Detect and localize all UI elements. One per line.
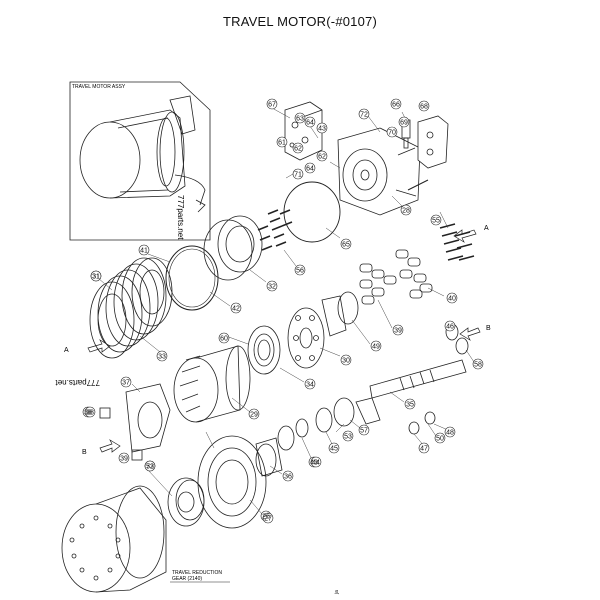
reduction-label-line2: GEAR (2140) [172, 576, 202, 582]
piston-set [359, 249, 433, 305]
swash-plate [287, 307, 325, 369]
callout-57: 57 [360, 428, 368, 435]
callout-44: 44 [312, 460, 320, 467]
inset-label: TRAVEL MOTOR ASSY [72, 84, 126, 90]
callout-64b: 64 [306, 166, 314, 173]
callout-43-top: 43 [318, 126, 326, 133]
callout-55: 55 [432, 218, 440, 225]
needle-bearing [255, 437, 283, 477]
callout-39b: 39 [120, 456, 128, 463]
inset-assembly-view [69, 81, 211, 241]
callout-34: 34 [306, 382, 314, 389]
callout-numbers: 67 66 68 72 63 64 69 70 43 61 62 62 64 7… [84, 102, 482, 523]
callout-39: 39 [394, 328, 402, 335]
marker-a-right: A [484, 225, 489, 232]
callout-41: 41 [140, 248, 148, 255]
callout-70: 70 [388, 130, 396, 137]
marker-a-left: A [64, 347, 69, 354]
callout-31b: 31 [92, 274, 100, 281]
drive-shaft [355, 359, 467, 425]
callout-71: 71 [294, 172, 302, 179]
callout-32: 32 [268, 284, 276, 291]
callout-31: 31 [92, 274, 100, 281]
spring-set-left [257, 209, 293, 251]
callout-28: 28 [402, 208, 410, 215]
callout-30: 30 [342, 358, 350, 365]
callout-68: 68 [420, 104, 428, 111]
page-mark: ja [334, 590, 340, 595]
callout-46: 46 [446, 324, 454, 331]
motor-cover [337, 127, 421, 216]
callout-56: 56 [296, 268, 304, 275]
callout-37: 37 [122, 380, 130, 387]
callout-61: 61 [278, 140, 286, 147]
callout-48: 48 [446, 430, 454, 437]
callout-42: 42 [232, 306, 240, 313]
spring-set-right [439, 223, 475, 261]
callout-36: 36 [284, 474, 292, 481]
callout-62a: 62 [294, 146, 302, 153]
marker-b-right: B [486, 325, 491, 332]
ring-gear [197, 435, 267, 529]
callout-35: 35 [406, 402, 414, 409]
callout-62b: 62 [318, 154, 326, 161]
bearing [247, 325, 281, 375]
callout-38b: 38 [86, 410, 94, 417]
callout-26: 26 [262, 514, 270, 521]
callout-43: 43 [310, 460, 318, 467]
callout-49: 49 [372, 344, 380, 351]
callout-38: 38 [84, 410, 92, 417]
callout-40: 40 [448, 296, 456, 303]
callout-45: 45 [330, 446, 338, 453]
reduction-housing [61, 485, 167, 593]
brake-piston [203, 215, 263, 281]
gear-hub [173, 345, 251, 423]
callout-58: 58 [474, 362, 482, 369]
watermark-2: 777parts.net [55, 378, 100, 387]
callout-60: 60 [220, 336, 228, 343]
callout-63: 63 [296, 116, 304, 123]
callout-64: 64 [306, 120, 314, 127]
callout-66: 66 [392, 102, 400, 109]
callout-47: 47 [420, 446, 428, 453]
callout-73: 73 [146, 464, 154, 471]
retainer [321, 291, 359, 337]
callout-67: 67 [268, 102, 276, 109]
callout-27: 27 [264, 516, 272, 523]
page-title: TRAVEL MOTOR(-#0107) [222, 14, 378, 29]
marker-b-left: B [82, 449, 87, 456]
callout-72: 72 [360, 112, 368, 119]
callout-52: 52 [146, 464, 154, 471]
callout-33: 33 [158, 354, 166, 361]
valve-block [284, 101, 323, 161]
planetary-gear [167, 477, 205, 527]
callout-labels [82, 98, 484, 524]
callout-69: 69 [400, 120, 408, 127]
carrier [125, 383, 171, 453]
callout-53: 53 [344, 434, 352, 441]
callout-65: 65 [342, 242, 350, 249]
callout-29: 29 [250, 412, 258, 419]
callout-50: 50 [436, 436, 444, 443]
reduction-label-line1: TRAVEL REDUCTION [172, 570, 222, 576]
friction-plates [89, 257, 173, 359]
watermark-1: 777parts.net [176, 195, 185, 240]
